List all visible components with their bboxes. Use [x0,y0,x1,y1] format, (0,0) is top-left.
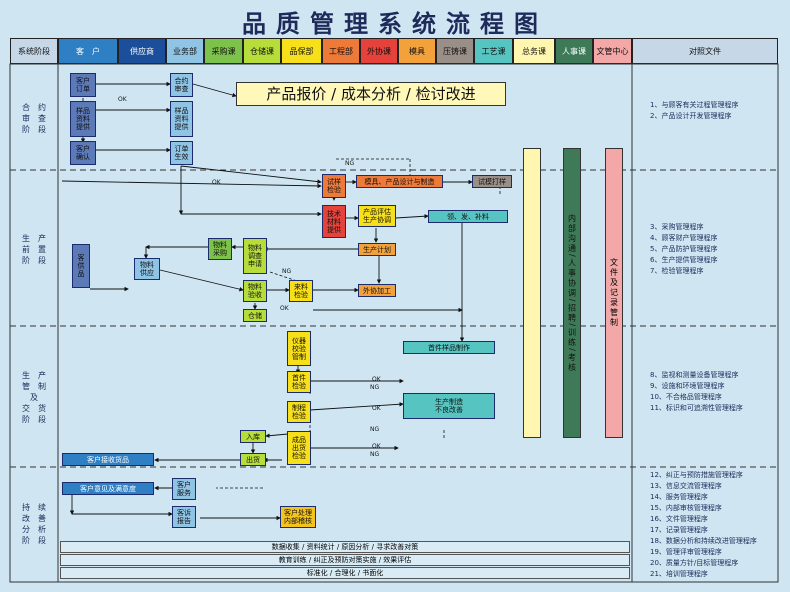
bar-general-affairs [523,148,541,438]
docs-contract: 1、与顾客有关过程管理程序 2、产品设计开发管理程序 [650,101,739,120]
box-order-generate: 订单 生效 [170,141,193,165]
box-sample-data-customer: 样品 资料 提供 [70,101,96,137]
header-cell: 人事课 [555,38,593,64]
label-ok: OK [212,179,221,186]
label-ok: OK [372,405,381,412]
docs-preproduction: 3、采购管理程序 4、顾客财产管理程序 5、产品防护管理程序 6、生产提供管理程… [650,223,718,275]
stage-production: 生 产 管 制 及 交 货 阶 段 [22,370,46,424]
header-cell: 业务部 [166,38,204,64]
box-warehouse: 仓储 [243,309,267,322]
label-ok: OK [118,96,127,103]
label-ok: OK [280,305,289,312]
bottom-row-data: 数据收集 / 资料统计 / 原因分析 / 寻求改善对策 [60,541,630,553]
box-material-supply: 物料 供应 [134,258,160,280]
label-ng: NG [370,426,380,433]
stage-contract-review: 合 约 审 查 阶 段 [22,102,46,134]
box-complaint-handle: 客户处理 内部稽核 [280,506,316,528]
box-contract-review: 合约 审查 [170,73,193,97]
banner: 产品报价 / 成本分析 / 检讨改进 [236,82,506,106]
docs-production: 8、监视和测量设备管理程序 9、设施和环境管理程序 10、不合格品管理程序 11… [650,371,743,412]
bottom-row-training: 教育训练 / 纠正及预防对策实施 / 效果评估 [60,554,630,566]
box-incoming-inspect: 来料 检验 [289,280,313,302]
box-customer-confirm: 客户 确认 [70,141,96,165]
header-cell: 模具 [398,38,436,64]
label-ng: NG [370,384,380,391]
box-material-purchase: 物料 采购 [208,238,232,260]
box-shipment: 出货 [240,453,266,466]
header-cell: 供应商 [118,38,166,64]
bar-document-center: 文件及记录管制 [605,148,623,438]
label-ok: OK [372,376,381,383]
box-production: 生产制造 不良改善 [403,393,495,419]
box-process-inspect: 制程 检验 [287,401,311,423]
docs-improvement: 12、纠正与预防措施管理程序 13、信息交流管理程序 14、服务管理程序 15、… [650,471,757,578]
box-outsource: 外协加工 [358,284,396,297]
box-complaint: 客诉 报告 [172,506,196,528]
label-ng: NG [345,160,355,167]
box-tech-material: 技术 材料 提供 [322,205,346,238]
header-cell: 系统阶段 [10,38,58,64]
stage-improvement: 持 续 改 善 分 析 阶 段 [22,503,46,545]
header-cell: 工艺课 [474,38,513,64]
header-cell: 客 户 [58,38,118,64]
box-first-inspect: 首件 检验 [287,371,311,393]
header-cell: 外协课 [360,38,398,64]
bar-hr: 内部沟通/人事协调/招聘/训练/考核 [563,148,581,438]
box-storage-in: 入库 [240,430,266,443]
box-customer-satisfaction: 客户意见及满意度 [62,482,154,495]
header-cell: 总务课 [513,38,555,64]
box-sample-data: 样品 资料 提供 [170,101,193,137]
box-material-receive: 物料 验收 [243,280,267,302]
bottom-row-standard: 标准化 / 合理化 / 书面化 [60,567,630,579]
box-customer-accept: 客户接收货品 [62,453,154,466]
box-trial-check: 试样 检验 [322,174,346,198]
box-requisition: 领、发、补料 [428,210,508,223]
label-ng: NG [282,268,292,275]
label-ok: OK [372,443,381,450]
box-customer-order: 客户 订单 [70,73,96,97]
box-material-survey: 物料 调查 申请 [243,238,267,274]
header-cell: 采购课 [204,38,243,64]
box-first-piece: 首件样品制作 [403,341,495,354]
box-trial-run: 试模打样 [472,175,512,188]
box-mold-design: 模具、产品设计与制造 [356,175,443,188]
page-title: 品质管理系统流程图 [242,10,548,38]
header-cell: 工程部 [322,38,360,64]
box-customer-service: 客户 服务 [172,478,196,500]
box-final-inspect: 成品 出货 检验 [287,431,311,465]
box-instrument: 仪器 校验 管制 [287,331,311,366]
box-production-plan: 生产计划 [358,243,396,256]
box-customer-supplied: 客 供 品 [72,244,90,288]
stage-preproduction: 生 产 前 置 阶 段 [22,233,46,265]
label-ng: NG [370,451,380,458]
box-product-eval: 产品评估 生产协调 [358,205,396,227]
